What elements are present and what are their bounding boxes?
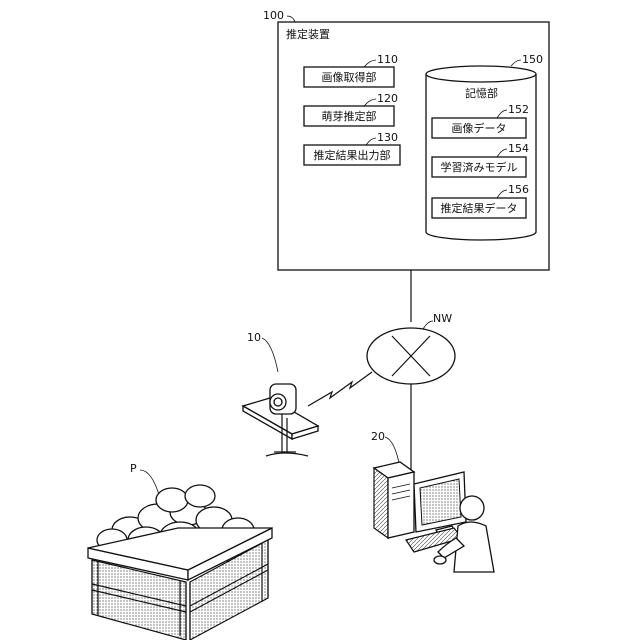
device-ref: 100 (263, 9, 284, 22)
user-head (460, 496, 484, 520)
storage-item-ref: 154 (508, 142, 529, 155)
device-leader-line (287, 16, 295, 22)
network: NW (308, 270, 455, 484)
camera-leader-line (262, 338, 278, 372)
storage-cylinder-top (426, 66, 536, 82)
camera-device: 10 (243, 331, 318, 456)
storage-item-label: 推定結果データ (441, 201, 518, 215)
storage-item-label: 画像データ (452, 121, 507, 135)
camera-ref: 10 (247, 331, 261, 344)
potato (156, 488, 188, 512)
module-label: 萌芽推定部 (322, 109, 377, 123)
network-leader-line (423, 321, 433, 329)
camera-stand-foot (266, 453, 308, 456)
storage-unit: 150 記憶部 画像データ 152 学習済みモデル 154 推定結果データ 15… (426, 53, 543, 240)
estimation-device: 100 推定装置 画像取得部 110 萌芽推定部 120 推定結果出力部 130 (263, 9, 549, 270)
storage-ref: 150 (522, 53, 543, 66)
module-ref: 110 (377, 53, 398, 66)
potato-crate: P (88, 462, 272, 640)
computer-user-icon (374, 462, 494, 572)
module-ref: 130 (377, 131, 398, 144)
user-terminal: 20 (371, 430, 494, 572)
potato-crate-icon (88, 485, 272, 640)
module-label: 推定結果出力部 (314, 148, 391, 162)
wireless-signal-icon (308, 372, 372, 406)
storage-item-ref: 156 (508, 183, 529, 196)
camera-lens-inner (274, 398, 282, 406)
potato (185, 485, 215, 507)
network-label: NW (433, 312, 452, 325)
module-label: 画像取得部 (322, 70, 377, 84)
storage-item-label: 学習済みモデル (441, 160, 518, 174)
terminal-ref: 20 (371, 430, 385, 443)
module-ref: 120 (377, 92, 398, 105)
camera-icon (243, 384, 318, 456)
storage-title: 記憶部 (465, 86, 498, 100)
mouse (434, 556, 446, 564)
storage-item-ref: 152 (508, 103, 529, 116)
pc-tower-front (388, 472, 414, 538)
crate-leader-line (140, 470, 160, 498)
pc-tower-side (374, 468, 388, 538)
device-title: 推定装置 (286, 27, 330, 41)
crate-ref: P (130, 462, 137, 475)
